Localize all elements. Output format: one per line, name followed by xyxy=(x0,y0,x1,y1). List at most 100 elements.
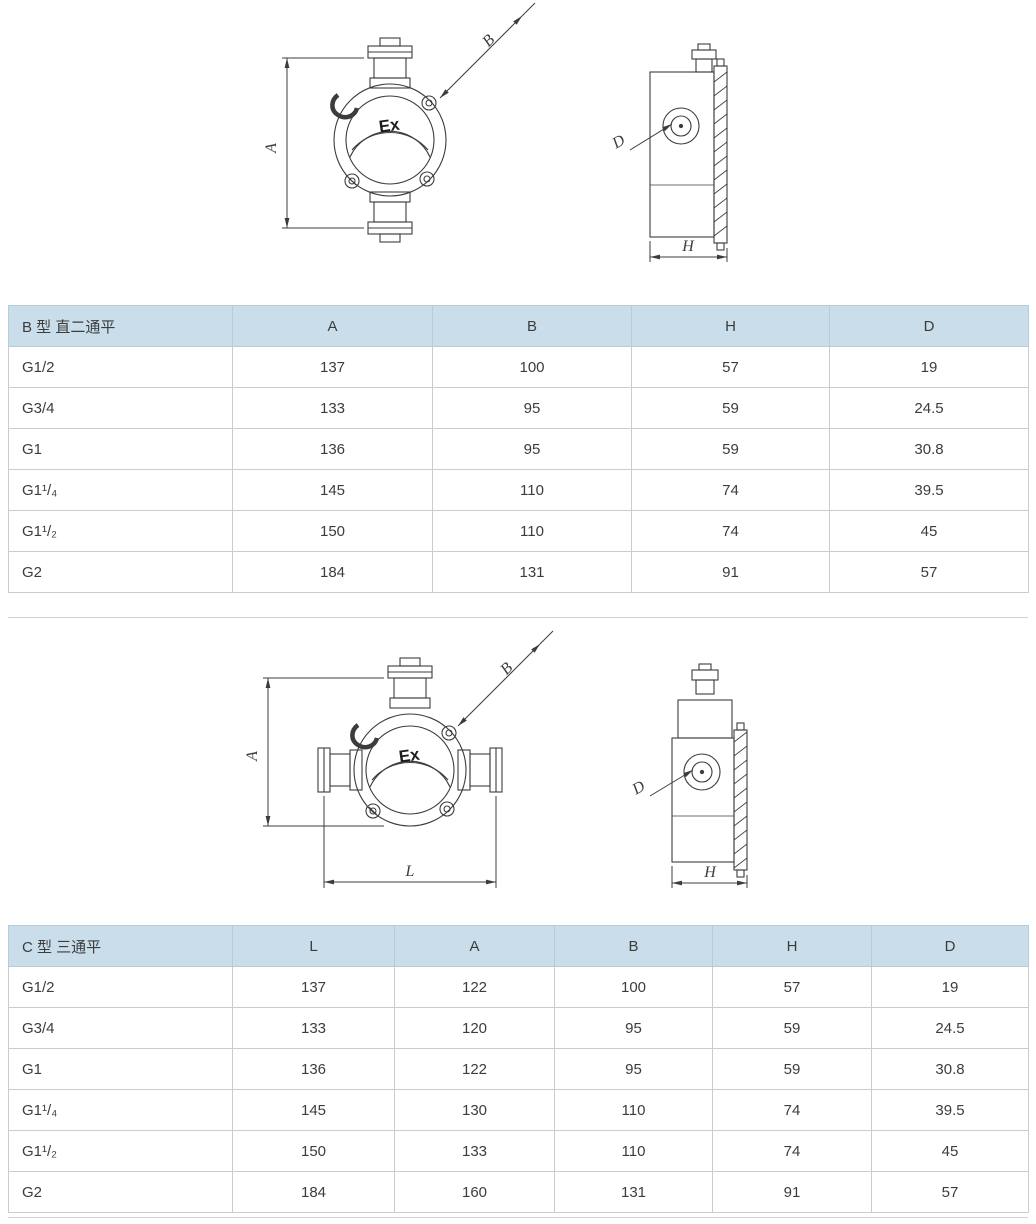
spec-cell: 184 xyxy=(232,1171,395,1213)
spec-cell: 57 xyxy=(712,966,872,1008)
spec-cell: 45 xyxy=(829,510,1029,552)
spec-cell: 24.5 xyxy=(871,1007,1029,1049)
spec-cell: 24.5 xyxy=(829,387,1029,429)
spec-cell: 74 xyxy=(712,1130,872,1172)
spec-cell: 130 xyxy=(394,1089,555,1131)
dim-label-d: D xyxy=(609,132,629,153)
dim-label-b: B xyxy=(497,659,516,678)
spec-cell: 110 xyxy=(554,1130,713,1172)
spec-cell: 59 xyxy=(631,387,830,429)
col-header-b: B xyxy=(554,925,713,967)
spec-cell: 136 xyxy=(232,428,433,470)
spec-cell: 30.8 xyxy=(829,428,1029,470)
size-label: G3/4 xyxy=(8,387,233,429)
drawing-b-type: Ex A B D xyxy=(263,2,728,262)
spec-cell: 91 xyxy=(631,551,830,593)
spec-cell: 59 xyxy=(631,428,830,470)
dims-front-c xyxy=(263,630,554,888)
spec-cell: 110 xyxy=(432,510,632,552)
spec-cell: 133 xyxy=(232,1007,395,1049)
table-row: G1¹/₄ 145 110 74 39.5 xyxy=(8,469,1029,511)
spec-cell: 110 xyxy=(554,1089,713,1131)
front-view-b xyxy=(330,37,447,243)
spec-cell: 131 xyxy=(432,551,632,593)
table-row: G1¹/₂ 150 133 110 74 45 xyxy=(8,1130,1029,1172)
spec-cell: 110 xyxy=(432,469,632,511)
size-label: G2 xyxy=(8,551,233,593)
spec-cell: 122 xyxy=(394,1048,555,1090)
table-b-type: B 型 直二通平 A B H D G1/2 137 100 57 19 G3/4… xyxy=(8,305,1029,593)
spec-cell: 57 xyxy=(871,1171,1029,1213)
table-row: G2 184 131 91 57 xyxy=(8,551,1029,593)
table-row: G1¹/₄ 145 130 110 74 39.5 xyxy=(8,1089,1029,1131)
spec-cell: 95 xyxy=(432,428,632,470)
spec-cell: 133 xyxy=(394,1130,555,1172)
dim-label-b: B xyxy=(479,31,498,50)
spec-cell: 57 xyxy=(631,346,830,388)
table-row: G1 136 95 59 30.8 xyxy=(8,428,1029,470)
spec-cell: 19 xyxy=(871,966,1029,1008)
spec-cell: 59 xyxy=(712,1048,872,1090)
spec-cell: 150 xyxy=(232,1130,395,1172)
spec-cell: 39.5 xyxy=(871,1089,1029,1131)
size-label: G1/2 xyxy=(8,346,233,388)
col-header-a: A xyxy=(232,305,433,347)
size-label: G1¹/₄ xyxy=(8,1089,233,1131)
spec-cell: 120 xyxy=(394,1007,555,1049)
spec-cell: 150 xyxy=(232,510,433,552)
dim-label-a: A xyxy=(263,143,280,154)
spec-cell: 30.8 xyxy=(871,1048,1029,1090)
u-clamp xyxy=(330,93,360,120)
spec-cell: 100 xyxy=(432,346,632,388)
spec-cell: 59 xyxy=(712,1007,872,1049)
spec-cell: 95 xyxy=(554,1007,713,1049)
ex-mark: Ex xyxy=(398,745,422,767)
table-row: G2 184 160 131 91 57 xyxy=(8,1171,1029,1213)
side-view-c xyxy=(671,663,748,878)
table-row: G1/2 137 122 100 57 19 xyxy=(8,966,1029,1008)
size-label: G1¹/₂ xyxy=(8,510,233,552)
spec-cell: 74 xyxy=(631,469,830,511)
table-row: G3/4 133 95 59 24.5 xyxy=(8,387,1029,429)
dim-label-h: H xyxy=(703,864,717,881)
spec-cell: 91 xyxy=(712,1171,872,1213)
table-c-type: C 型 三通平 L A B H D G1/2 137 122 100 57 19… xyxy=(8,925,1029,1213)
size-label: G2 xyxy=(8,1171,233,1213)
col-header-h: H xyxy=(631,305,830,347)
table-row: G1 136 122 95 59 30.8 xyxy=(8,1048,1029,1090)
spec-cell: 160 xyxy=(394,1171,555,1213)
col-header-l: L xyxy=(232,925,395,967)
dim-label-a: A xyxy=(244,751,261,762)
dims-front-b xyxy=(282,2,536,229)
col-header-b: B xyxy=(432,305,632,347)
spec-cell: 131 xyxy=(554,1171,713,1213)
side-view-b xyxy=(649,43,728,251)
spec-cell: 74 xyxy=(712,1089,872,1131)
spec-cell: 184 xyxy=(232,551,433,593)
front-view-c xyxy=(317,657,503,827)
table-row: G1/2 137 100 57 19 xyxy=(8,346,1029,388)
table-row: G3/4 133 120 95 59 24.5 xyxy=(8,1007,1029,1049)
section-divider xyxy=(8,617,1028,618)
spec-cell: 137 xyxy=(232,966,395,1008)
spec-cell: 133 xyxy=(232,387,433,429)
spec-cell: 145 xyxy=(232,1089,395,1131)
dim-label-l: L xyxy=(405,863,415,880)
spec-cell: 137 xyxy=(232,346,433,388)
table-header-row: C 型 三通平 L A B H D xyxy=(8,925,1029,967)
section-divider-bottom xyxy=(8,1217,1028,1218)
table-row: G1¹/₂ 150 110 74 45 xyxy=(8,510,1029,552)
spec-cell: 100 xyxy=(554,966,713,1008)
col-header-a: A xyxy=(394,925,555,967)
size-label: G3/4 xyxy=(8,1007,233,1049)
dims-side-c xyxy=(649,769,748,888)
dim-label-h: H xyxy=(681,238,695,255)
spec-cell: 122 xyxy=(394,966,555,1008)
size-label: G1 xyxy=(8,428,233,470)
spec-cell: 57 xyxy=(829,551,1029,593)
spec-cell: 95 xyxy=(432,387,632,429)
table-header-row: B 型 直二通平 A B H D xyxy=(8,305,1029,347)
ex-mark: Ex xyxy=(378,115,402,137)
spec-cell: 74 xyxy=(631,510,830,552)
